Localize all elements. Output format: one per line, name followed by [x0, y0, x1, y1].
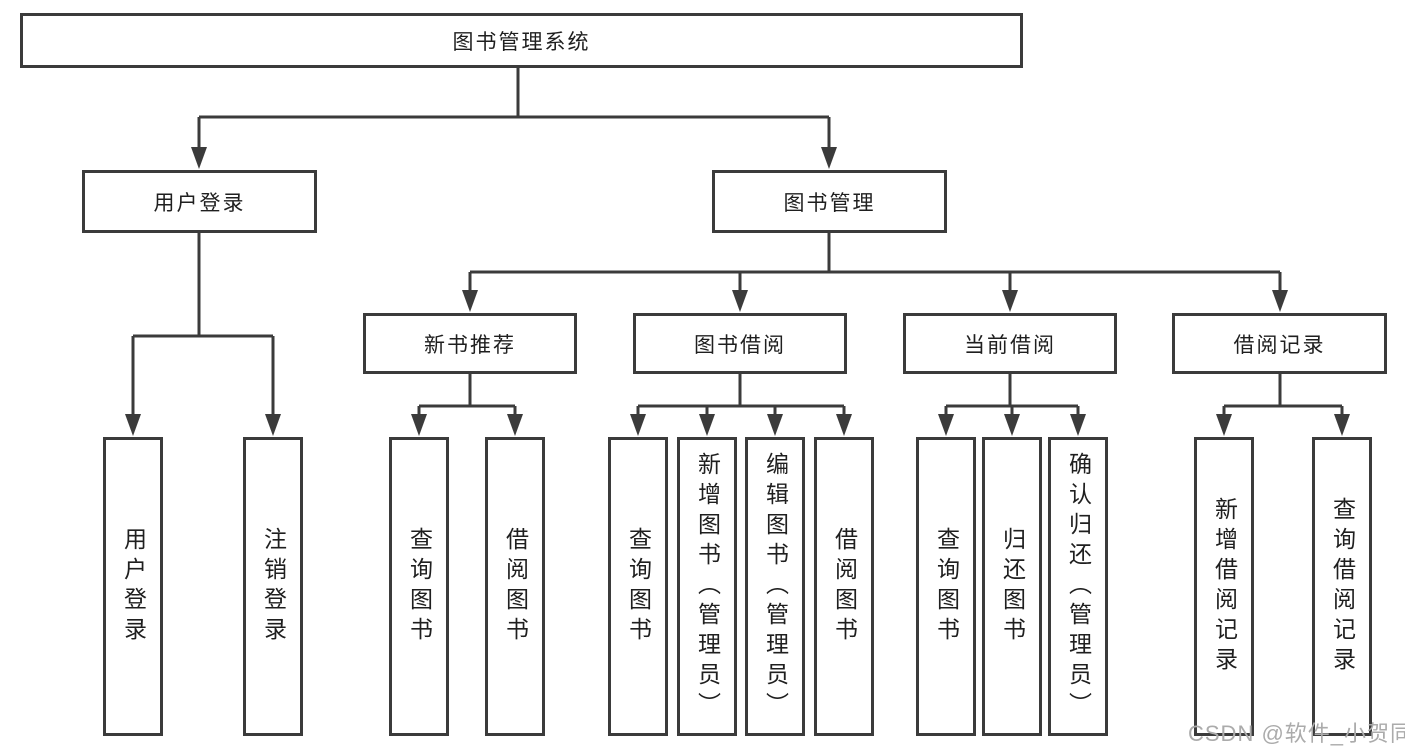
leaf-nbr-query-books: 查询图书 — [389, 437, 449, 736]
leaf-user-login: 用户登录 — [103, 437, 163, 736]
leaf-nbr-borrow-books: 借阅图书 — [485, 437, 545, 736]
leaf-bb-query-books: 查询图书 — [608, 437, 668, 736]
node-current-borrowing-label: 当前借阅 — [964, 333, 1056, 357]
leaf-logout-label: 注销登录 — [260, 526, 287, 647]
leaf-bb-edit-books-admin: 编辑图书（管理员） — [745, 437, 805, 736]
leaf-cb-query-books: 查询图书 — [916, 437, 976, 736]
leaf-bb-query-books-label: 查询图书 — [625, 526, 652, 647]
leaf-user-login-label: 用户登录 — [120, 526, 147, 647]
leaf-br-query-record-label: 查询借阅记录 — [1329, 496, 1356, 677]
node-new-book-recommendation-label: 新书推荐 — [424, 333, 516, 357]
node-new-book-recommendation: 新书推荐 — [363, 313, 577, 374]
csdn-watermark: CSDN @软件_小贺同学 — [1188, 721, 1405, 746]
leaf-cb-confirm-return-admin-label: 确认归还（管理员） — [1065, 451, 1092, 722]
leaf-bb-add-books-admin: 新增图书（管理员） — [677, 437, 737, 736]
leaf-logout: 注销登录 — [243, 437, 303, 736]
arrowheads — [125, 147, 1350, 436]
node-book-borrowing-label: 图书借阅 — [694, 333, 786, 357]
leaf-cb-return-books: 归还图书 — [982, 437, 1042, 736]
leaf-nbr-query-books-label: 查询图书 — [406, 526, 433, 647]
leaf-br-query-record: 查询借阅记录 — [1312, 437, 1372, 736]
leaf-cb-confirm-return-admin: 确认归还（管理员） — [1048, 437, 1108, 736]
node-book-management: 图书管理 — [712, 170, 947, 233]
node-user-login: 用户登录 — [82, 170, 317, 233]
leaf-nbr-borrow-books-label: 借阅图书 — [502, 526, 529, 647]
leaf-bb-add-books-admin-label: 新增图书（管理员） — [694, 451, 721, 722]
node-user-login-label: 用户登录 — [153, 191, 246, 215]
node-book-management-label: 图书管理 — [783, 191, 876, 215]
leaf-br-add-record: 新增借阅记录 — [1194, 437, 1254, 736]
leaf-bb-borrow-books: 借阅图书 — [814, 437, 874, 736]
leaf-br-add-record-label: 新增借阅记录 — [1211, 496, 1238, 677]
node-borrowing-records-label: 借阅记录 — [1233, 333, 1326, 357]
leaf-bb-edit-books-admin-label: 编辑图书（管理员） — [762, 451, 789, 722]
leaf-cb-query-books-label: 查询图书 — [933, 526, 960, 647]
leaf-cb-return-books-label: 归还图书 — [999, 526, 1026, 647]
node-library-management-system: 图书管理系统 — [20, 13, 1023, 68]
node-current-borrowing: 当前借阅 — [903, 313, 1117, 374]
node-library-management-system-label: 图书管理系统 — [452, 30, 591, 54]
leaf-bb-borrow-books-label: 借阅图书 — [831, 526, 858, 647]
node-borrowing-records: 借阅记录 — [1172, 313, 1387, 374]
node-book-borrowing: 图书借阅 — [633, 313, 847, 374]
